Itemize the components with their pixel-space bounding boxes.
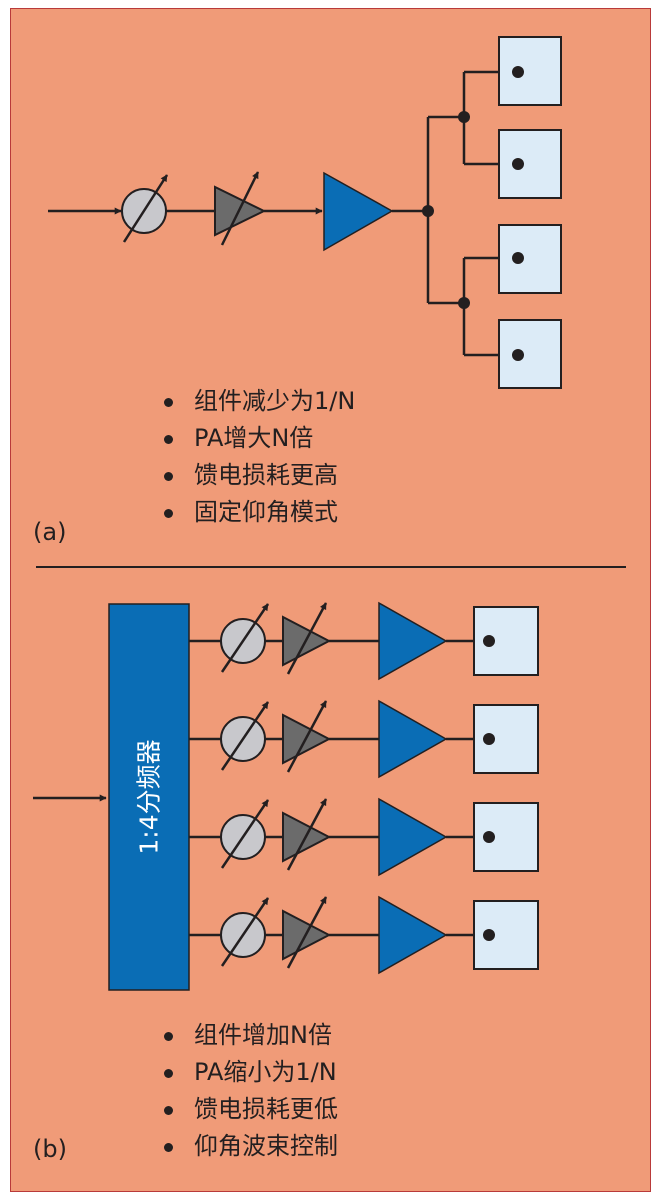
power-amplifier-icon bbox=[323, 171, 394, 252]
signal-chain bbox=[189, 601, 539, 681]
phase-shifter-icon bbox=[121, 174, 169, 243]
variable-attenuator-icon bbox=[282, 602, 332, 675]
power-amplifier-icon bbox=[378, 699, 448, 779]
splitter-block bbox=[108, 603, 190, 991]
antenna-element-icon bbox=[498, 36, 562, 106]
bullet-item: 组件减少为1/N bbox=[160, 383, 355, 420]
bullet-item: PA缩小为1/N bbox=[160, 1054, 338, 1091]
power-amplifier-icon bbox=[378, 797, 448, 877]
panel-b-bullet-list: 组件增加N倍 PA缩小为1/N 馈电损耗更低 仰角波束控制 bbox=[160, 1017, 338, 1165]
antenna-element-icon bbox=[498, 129, 562, 199]
chains-b bbox=[189, 601, 539, 975]
bullet-item: 仰角波束控制 bbox=[160, 1128, 338, 1165]
signal-chain bbox=[189, 895, 539, 975]
variable-attenuator-icon bbox=[214, 171, 267, 246]
junction-dots bbox=[422, 111, 470, 309]
phase-shifter-icon bbox=[220, 603, 270, 673]
panel-a-bullet-list: 组件减少为1/N PA增大N倍 馈电损耗更高 固定仰角模式 bbox=[160, 383, 355, 531]
power-amplifier-icon bbox=[378, 601, 448, 681]
variable-attenuator-icon bbox=[282, 798, 332, 871]
bullet-item: 组件增加N倍 bbox=[160, 1017, 338, 1054]
variable-attenuator-icon bbox=[282, 700, 332, 773]
panel-label-a: (a) bbox=[33, 518, 67, 546]
bullet-item: 馈电损耗更高 bbox=[160, 457, 355, 494]
signal-chain bbox=[189, 699, 539, 779]
antenna-element-icon bbox=[473, 704, 539, 774]
bullet-item: PA增大N倍 bbox=[160, 420, 355, 457]
antenna-element-icon bbox=[498, 224, 562, 294]
phase-shifter-icon bbox=[220, 701, 270, 771]
variable-attenuator-icon bbox=[282, 896, 332, 969]
panel-a-diagram bbox=[48, 70, 518, 357]
bullet-item: 固定仰角模式 bbox=[160, 494, 355, 531]
antenna-element-icon bbox=[473, 606, 539, 676]
signal-chain bbox=[189, 797, 539, 877]
antenna-element-icon bbox=[473, 900, 539, 970]
antenna-element-icon bbox=[473, 802, 539, 872]
power-amplifier-icon bbox=[378, 895, 448, 975]
antenna-element-icon bbox=[498, 319, 562, 389]
bullet-item: 馈电损耗更低 bbox=[160, 1091, 338, 1128]
antenna-elements-a bbox=[498, 36, 562, 389]
splitter-label: 1:4分频器 bbox=[135, 739, 164, 854]
panel-label-b: (b) bbox=[33, 1135, 67, 1163]
phase-shifter-icon bbox=[220, 897, 270, 967]
phase-shifter-icon bbox=[220, 799, 270, 869]
